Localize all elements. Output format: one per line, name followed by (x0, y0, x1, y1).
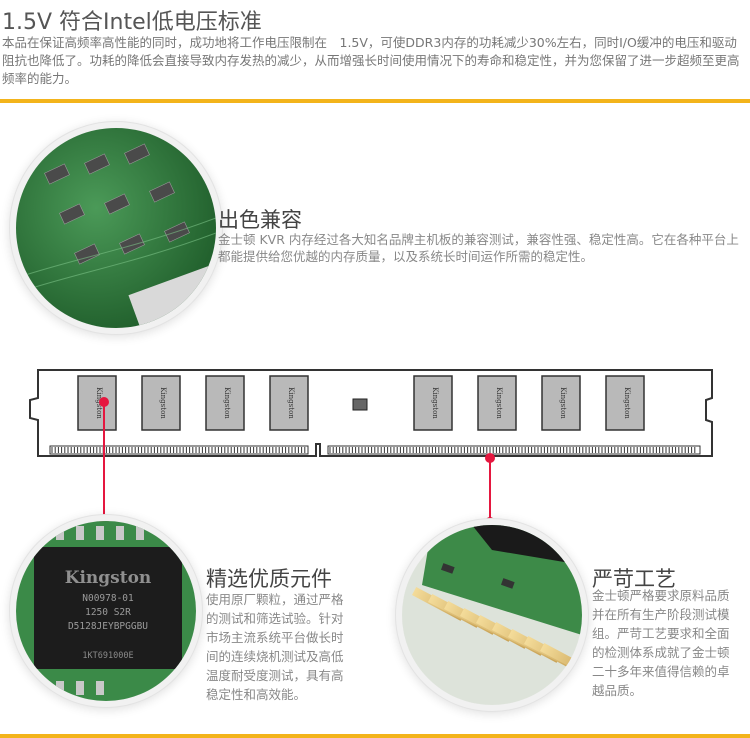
module-chip-label: Kingston (623, 387, 631, 419)
feature-components-text: 使用原厂颗粒，通过严格的测试和筛选试验。针对市场主流系统平台做长时间的连续烧机测… (206, 592, 344, 702)
module-chip-label: Kingston (159, 387, 167, 419)
chip-brand: Kingston (65, 568, 152, 588)
feature-craft-text: 金士顿严格要求原料品质并在所有生产阶段测试模组。严苛工艺要求和全面的检测体系成就… (592, 588, 730, 698)
module-chip-label: Kingston (559, 387, 567, 419)
module-chip-label: Kingston (495, 387, 503, 419)
memory-module-graphic: Kingston Kingston Kingston Kingston Kingston… (29, 369, 713, 457)
module-chip (605, 375, 645, 431)
feature-compatibility-title: 出色兼容 (218, 208, 302, 232)
memory-module: Kingston Kingston Kingston Kingston Kingston… (0, 360, 750, 470)
pcb-closeup-graphic (16, 128, 216, 328)
pointer-dot-contacts (485, 517, 495, 527)
page-description: 本品在保证高频率高性能的同时，成功地将工作电压限制在 1.5V，可使DDR3内存… (2, 35, 740, 86)
chip-line-1: N00978-01 (82, 593, 134, 604)
chip-closeup-image: Kingston N00978-01 1250 S2R D5128JEYBPGG… (16, 521, 196, 701)
chip-line-2: 1250 S2R (85, 607, 131, 618)
module-chip (541, 375, 581, 431)
gold-contacts-graphic (402, 525, 582, 705)
module-chip-label: Kingston (223, 387, 231, 419)
chip-closeup-graphic: Kingston N00978-01 1250 S2R D5128JEYBPGG… (16, 521, 196, 701)
page-title: 1.5V 符合Intel低电压标准 (2, 10, 262, 35)
module-chip (477, 375, 517, 431)
module-chip (141, 375, 181, 431)
module-chip (77, 375, 117, 431)
module-chip (269, 375, 309, 431)
module-chip (205, 375, 245, 431)
pointer-line-right (489, 458, 491, 522)
pointer-dot-chip (99, 515, 109, 525)
header-section: 1.5V 符合Intel低电压标准 本品在保证高频率高性能的同时，成功地将工作电… (0, 0, 750, 103)
pointer-line-left (103, 402, 105, 520)
feature-components-title: 精选优质元件 (206, 567, 332, 591)
module-chip (413, 375, 453, 431)
pcb-closeup-image (16, 128, 216, 328)
bottom-divider (0, 734, 750, 738)
top-divider (0, 99, 750, 103)
module-chip-label: Kingston (431, 387, 439, 419)
chip-line-4: 1KT691000E (82, 651, 133, 661)
module-chip-label: Kingston (287, 387, 295, 419)
feature-craft-title: 严苛工艺 (592, 567, 676, 591)
chip-line-3: D5128JEYBPGGBU (68, 621, 148, 632)
feature-compatibility-text: 金士顿 KVR 内存经过各大知名品牌主机板的兼容测试，兼容性强、稳定性高。它在各… (218, 232, 739, 264)
gold-contacts-closeup-image (402, 525, 582, 705)
